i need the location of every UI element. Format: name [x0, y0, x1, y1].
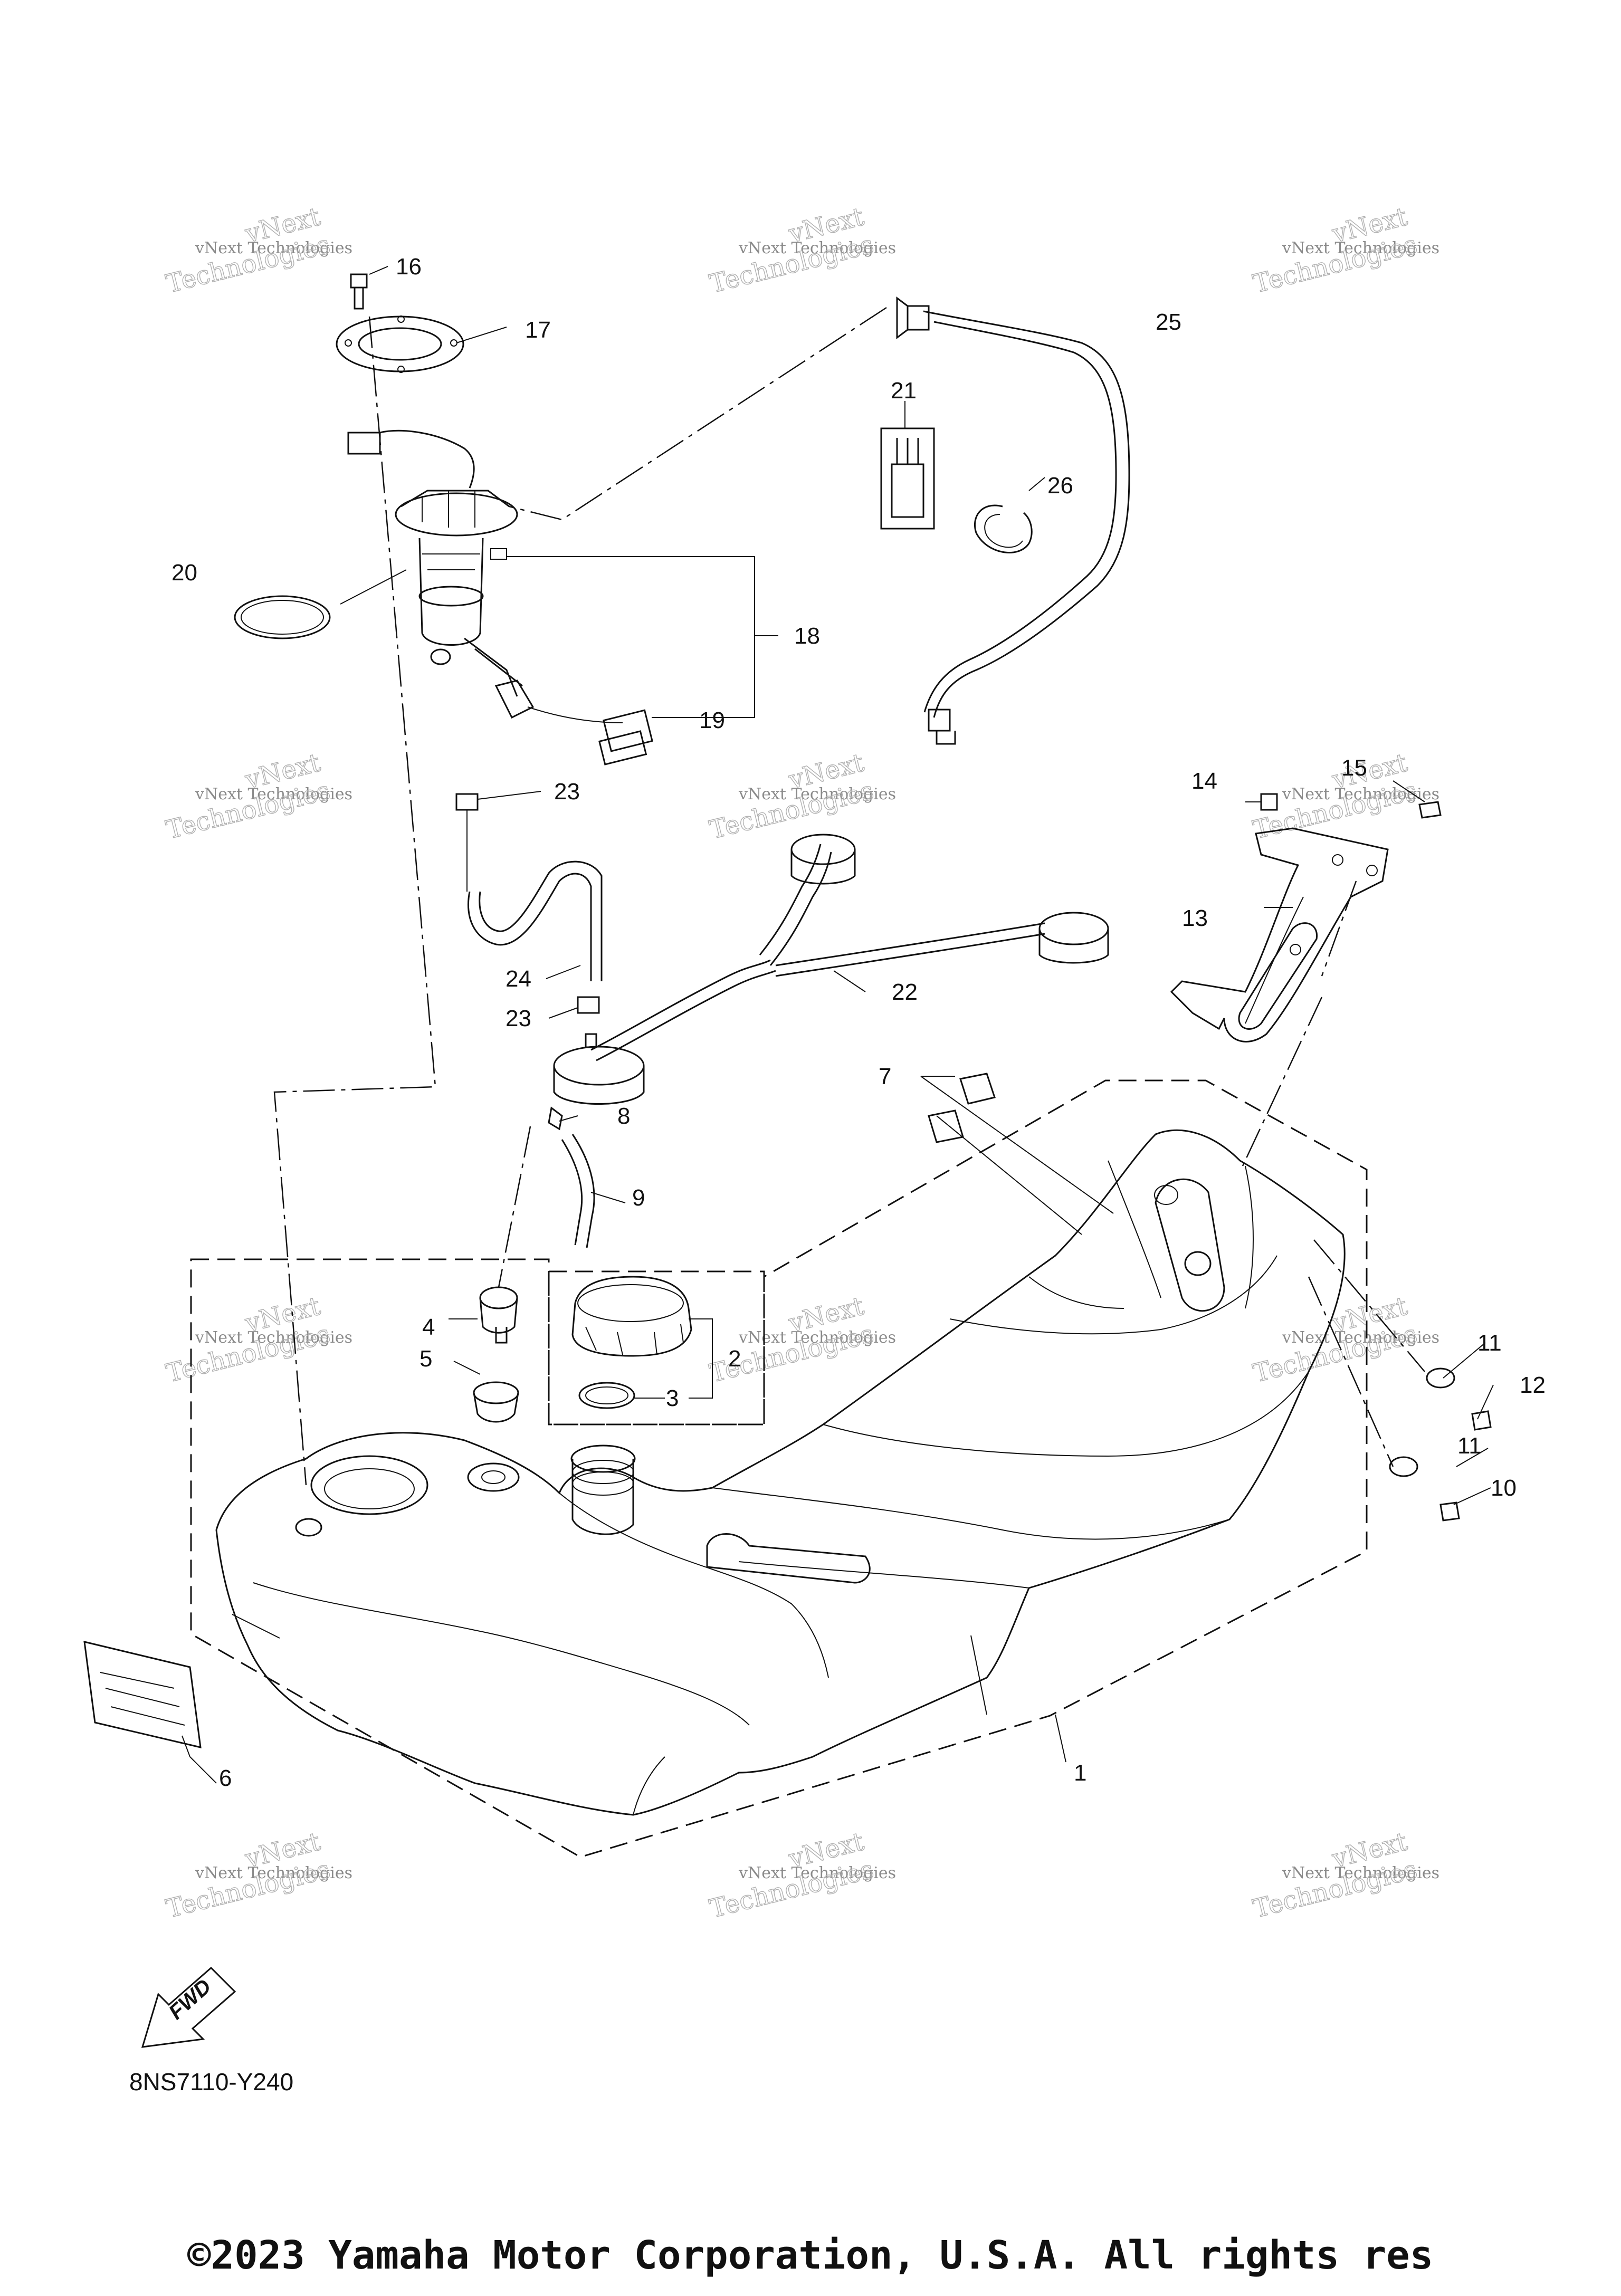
bolt	[350, 273, 368, 310]
svg-text:vNext Technologies: vNext Technologies	[195, 239, 352, 257]
part-label-5: 5	[419, 1346, 432, 1372]
svg-text:vNext Technologies: vNext Technologies	[195, 1864, 352, 1882]
warning-label	[83, 1641, 202, 1748]
part-label-13: 13	[1182, 905, 1208, 931]
part-label-3: 3	[666, 1385, 679, 1411]
svg-text:vNext Technologies: vNext Technologies	[195, 1328, 352, 1347]
part-label-11: 11	[1477, 1330, 1502, 1356]
part-label-7: 7	[879, 1064, 891, 1089]
part-labels: 16 17 20 18 19 21 26 25 23 24 23 22 14 1…	[171, 254, 1546, 1791]
fuel-pump-assembly	[347, 429, 653, 766]
watermark: vNext Technologies vNext Technologies	[163, 1826, 352, 1925]
part-label-22: 22	[892, 979, 918, 1005]
part-label-25: 25	[1156, 309, 1181, 335]
vent-hose-assembly	[455, 793, 1109, 1105]
part-label-10: 10	[1491, 1475, 1517, 1501]
svg-text:vNext Technologies: vNext Technologies	[738, 785, 896, 803]
watermark: vNext Technologies vNext Technologies	[1250, 1826, 1439, 1925]
part-label-11: 11	[1457, 1433, 1482, 1459]
part-label-8: 8	[617, 1103, 630, 1129]
watermark: vNext Technologies vNext Technologies	[707, 1291, 896, 1389]
svg-text:vNext Technologies: vNext Technologies	[1282, 239, 1439, 257]
assembly-boundaries	[190, 1079, 1368, 1858]
watermark: vNext Technologies vNext Technologies	[707, 1826, 896, 1925]
watermark: vNext Technologies vNext Technologies	[163, 202, 352, 300]
fuel-cap	[571, 1276, 692, 1357]
part-label-17: 17	[525, 317, 551, 343]
watermark: vNext Technologies vNext Technologies	[1250, 1291, 1439, 1389]
grommet	[473, 1381, 519, 1423]
part-label-18: 18	[794, 623, 820, 649]
part-label-12: 12	[1520, 1372, 1546, 1398]
part-label-16: 16	[396, 254, 422, 280]
watermarks: vNext Technologies vNext Technologies vN…	[163, 202, 1439, 1925]
fwd-label: FWD	[165, 1975, 216, 2024]
fuel-tank	[215, 1129, 1346, 1816]
part-label-6: 6	[219, 1765, 232, 1791]
svg-text:vNext Technologies: vNext Technologies	[1282, 1328, 1439, 1347]
part-label-4: 4	[422, 1314, 435, 1340]
tank-bracket	[1170, 827, 1389, 1042]
part-label-23: 23	[554, 779, 580, 805]
watermark: vNext Technologies vNext Technologies	[707, 202, 896, 300]
svg-text:vNext Technologies: vNext Technologies	[195, 785, 352, 803]
hose-clip	[974, 504, 1033, 553]
svg-text:vNext Technologies: vNext Technologies	[738, 239, 896, 257]
part-label-21: 21	[891, 378, 917, 404]
part-label-15: 15	[1341, 755, 1367, 781]
gasket	[336, 315, 464, 373]
hardware	[1260, 793, 1492, 1522]
fuel-hose	[896, 296, 1130, 745]
watermark: vNext Technologies vNext Technologies	[163, 748, 352, 846]
part-label-24: 24	[506, 966, 531, 992]
part-label-20: 20	[171, 560, 197, 586]
o-ring	[234, 595, 331, 639]
watermark: vNext Technologies vNext Technologies	[707, 748, 896, 846]
part-label-1: 1	[1074, 1760, 1086, 1786]
part-label-9: 9	[632, 1185, 645, 1211]
svg-text:vNext Technologies: vNext Technologies	[738, 1864, 896, 1882]
cap-gasket	[578, 1382, 635, 1409]
leader-lines	[182, 266, 1494, 1784]
watermark: vNext Technologies vNext Technologies	[1250, 202, 1439, 300]
part-label-2: 2	[728, 1346, 741, 1372]
part-label-14: 14	[1191, 768, 1217, 794]
copyright-notice: ©2023 Yamaha Motor Corporation, U.S.A. A…	[187, 2233, 1434, 2278]
forward-arrow-icon: FWD	[141, 1966, 236, 2048]
part-label-19: 19	[699, 707, 725, 733]
cap-assembly-boundary	[548, 1270, 765, 1426]
tank-assembly-boundary	[190, 1079, 1368, 1858]
pump-opening	[310, 1455, 428, 1515]
part-label-23: 23	[506, 1006, 531, 1031]
drain-hose	[548, 1106, 595, 1248]
svg-text:vNext Technologies: vNext Technologies	[1282, 1864, 1439, 1882]
drain-bolt	[479, 1286, 518, 1344]
dampers	[928, 1073, 996, 1143]
diagram-code: 8NS7110-Y240	[129, 2068, 293, 2096]
part-label-26: 26	[1047, 473, 1073, 499]
harness-clamp	[880, 427, 935, 530]
